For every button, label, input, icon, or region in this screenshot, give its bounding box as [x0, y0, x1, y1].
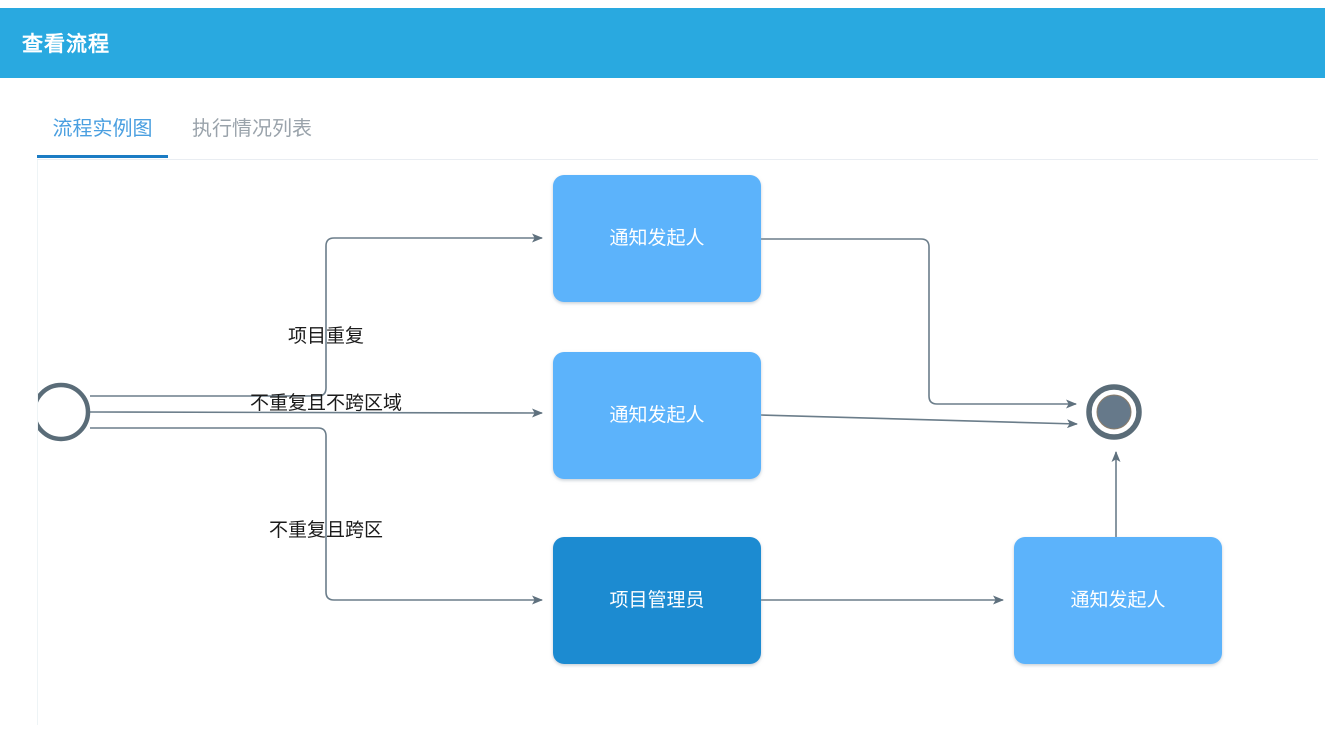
task-label-project-admin: 项目管理员 — [609, 589, 704, 611]
edge-label-project-duplicate: 项目重复 — [288, 325, 364, 347]
process-flow-diagram: 项目重复 不重复且不跨区域 不重复且跨区 通知发起人 通知发起人 项目管理员 通… — [37, 175, 1222, 664]
task-box-current — [553, 537, 761, 664]
node-end-event[interactable] — [1086, 384, 1142, 440]
node-task-notify-top[interactable] — [553, 175, 761, 302]
task-label-notify-mid: 通知发起人 — [609, 404, 704, 426]
tab-bar-divider — [37, 159, 1318, 160]
edge-notify-top-to-end — [761, 238, 1077, 409]
end-event-core — [1096, 394, 1132, 430]
edge-start-to-project-admin — [90, 427, 543, 605]
page-title: 查看流程 — [22, 33, 110, 56]
node-task-notify-right[interactable] — [1014, 537, 1222, 664]
tab-label: 执行情况列表 — [192, 118, 312, 140]
edge-start-to-notify-mid — [89, 408, 543, 418]
app-header: 查看流程 — [0, 8, 1325, 78]
task-box — [553, 352, 761, 479]
tab-bar: 流程实例图 执行情况列表 — [0, 100, 1325, 160]
edge-notify-mid-to-end — [760, 414, 1078, 429]
task-box — [553, 175, 761, 302]
start-event-circle — [38, 382, 91, 442]
tab-execution-list[interactable]: 执行情况列表 — [184, 100, 320, 158]
task-box — [1014, 537, 1222, 664]
edge-start-to-notify-top — [90, 233, 543, 397]
process-diagram-canvas[interactable]: 项目重复 不重复且不跨区域 不重复且跨区 通知发起人 通知发起人 项目管理员 通… — [37, 160, 1318, 725]
task-label-notify-top: 通知发起人 — [609, 227, 704, 249]
tab-active-underline — [37, 155, 168, 158]
tab-label: 流程实例图 — [52, 118, 153, 140]
edge-label-no-duplicate-cross-region: 不重复且跨区 — [269, 519, 383, 541]
node-task-notify-mid[interactable] — [553, 352, 761, 479]
tab-process-instance-diagram[interactable]: 流程实例图 — [37, 100, 168, 158]
node-start-event[interactable] — [37, 382, 91, 442]
edge-label-no-duplicate-no-cross-region: 不重复且不跨区域 — [250, 392, 402, 414]
task-label-notify-right: 通知发起人 — [1070, 589, 1165, 611]
node-task-project-admin[interactable] — [553, 537, 761, 664]
